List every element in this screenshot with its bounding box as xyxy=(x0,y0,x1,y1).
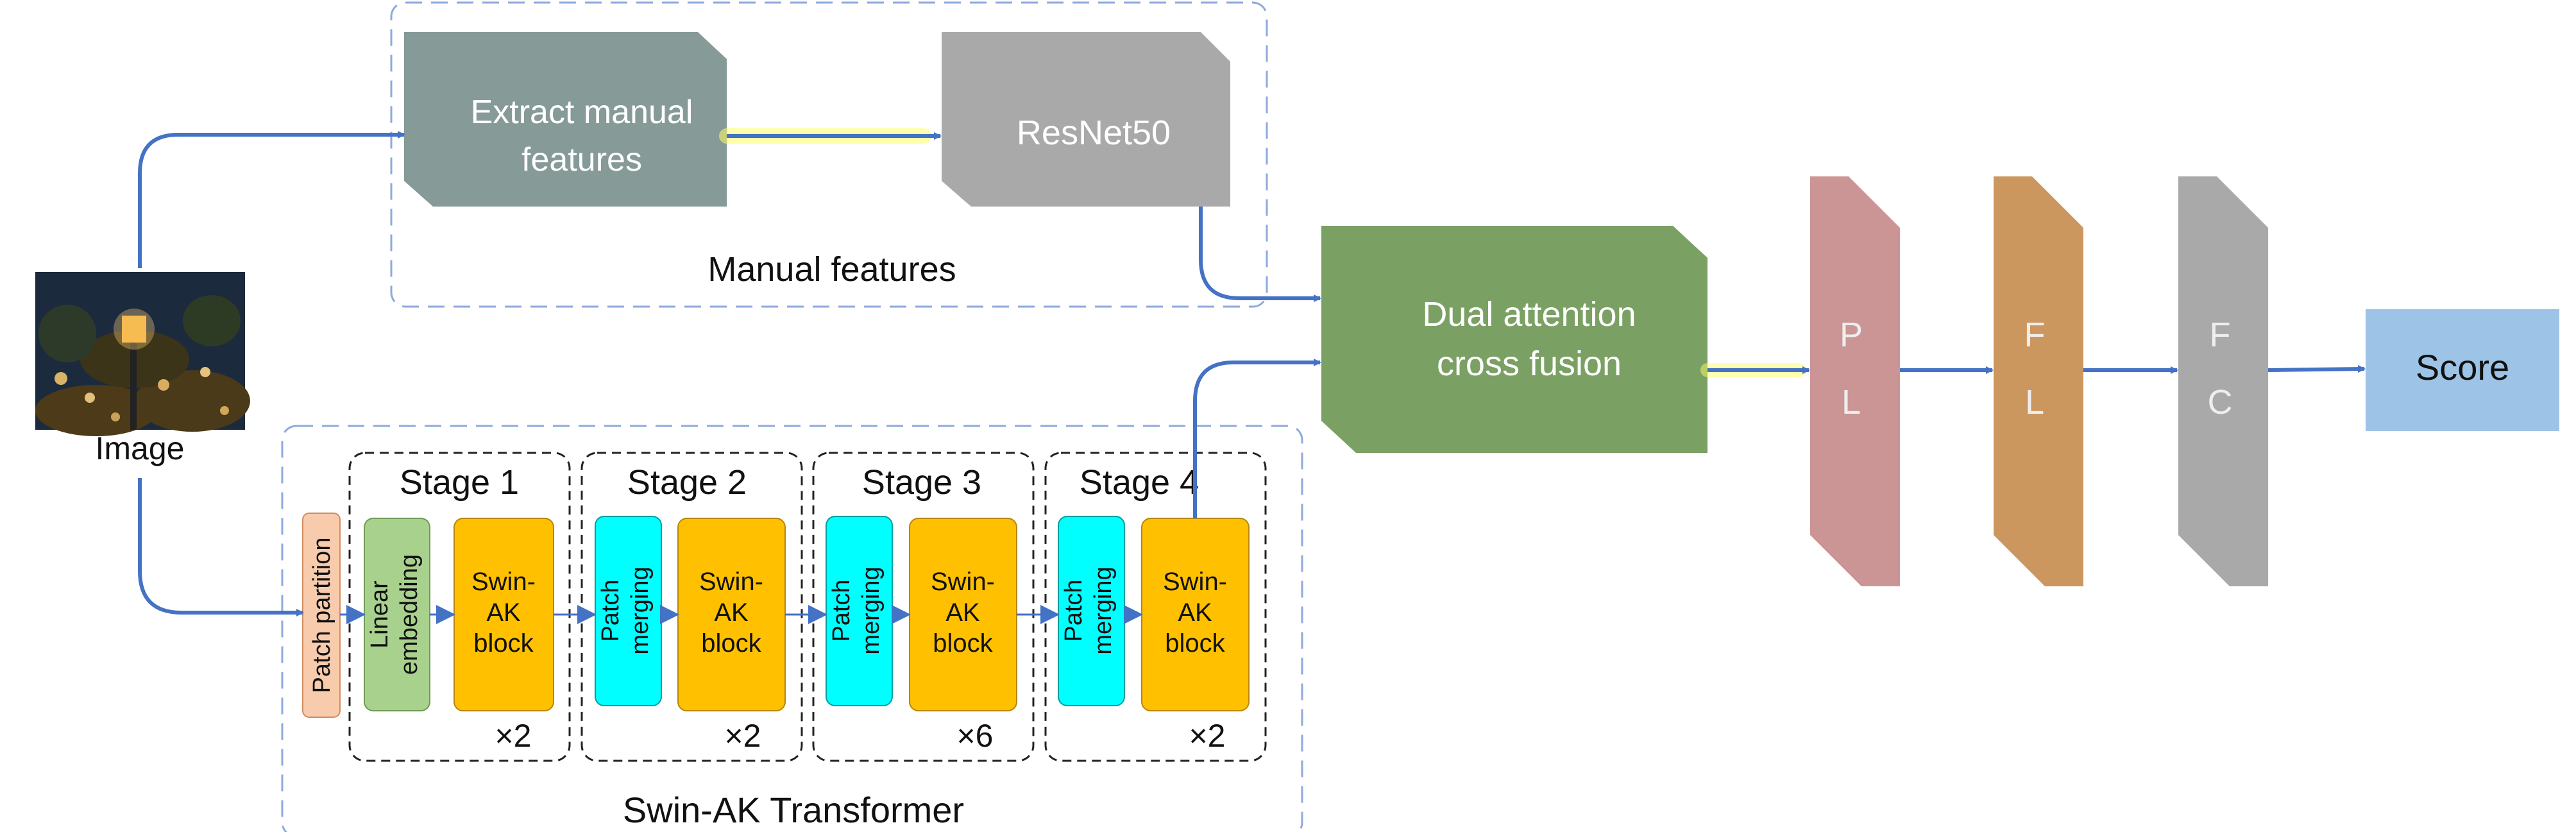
stage-4-box xyxy=(1044,452,1267,762)
stage-2-repeat: ×2 xyxy=(724,718,761,754)
stage-4-block-label-line3: block xyxy=(1165,629,1225,658)
swin-ak-transformer-label: Swin-AK Transformer xyxy=(623,790,964,830)
resnet50-label: ResNet50 xyxy=(1017,114,1171,152)
stage-4-title: Stage 4 xyxy=(1080,463,1199,502)
fusion-label-line2: cross fusion xyxy=(1437,344,1622,383)
resnet50-box xyxy=(942,32,1230,207)
stage-1-repeat: ×2 xyxy=(495,718,531,754)
arrow-fc-to-score xyxy=(2267,365,2366,373)
linear-embedding-label-line1: Linear xyxy=(366,581,393,649)
stage-3-block-label-line3: block xyxy=(933,629,993,658)
arrow-image-to-patch-partition xyxy=(138,478,304,616)
stage-3-box xyxy=(812,452,1035,762)
pl-layer-label-line2: L xyxy=(1842,383,1861,421)
patch-partition-label: Patch partition xyxy=(309,538,335,693)
stage-3-merge-label-line1: Patch xyxy=(828,579,855,641)
fl-layer-label-line1: F xyxy=(2024,316,2046,354)
stage-3-block-label-line1: Swin- xyxy=(931,568,995,596)
stage-2-block-label-line1: Swin- xyxy=(699,568,763,596)
stage-3-title: Stage 3 xyxy=(862,463,981,502)
fl-layer-label-line2: L xyxy=(2025,383,2044,421)
arrow-image-to-extract xyxy=(138,131,405,268)
arrow-resnet50-to-fusion xyxy=(1199,207,1321,302)
stage-1-box xyxy=(348,452,571,762)
stage-2-merge-label-line1: Patch xyxy=(597,579,624,641)
fl-layer-box xyxy=(1994,176,2083,586)
extract-manual-features-line2: features xyxy=(521,141,642,178)
image-label: Image xyxy=(96,430,185,466)
extract-manual-features-line1: Extract manual xyxy=(471,94,693,131)
score-box xyxy=(2366,309,2559,431)
pl-layer-label-line1: P xyxy=(1840,316,1863,354)
stage-1-title: Stage 1 xyxy=(400,463,519,502)
input-image xyxy=(35,272,250,436)
manual-features-label: Manual features xyxy=(708,250,956,289)
score-label: Score xyxy=(2416,347,2509,387)
manual-features-group xyxy=(390,1,1268,308)
dual-attention-fusion-box xyxy=(1321,226,1707,453)
stage-1-block-label-line2: AK xyxy=(486,599,521,627)
stage-2-title: Stage 2 xyxy=(627,463,747,502)
fusion-label-line1: Dual attention xyxy=(1422,295,1636,334)
stage-4-repeat: ×2 xyxy=(1189,718,1225,754)
stage-2-block-label-line3: block xyxy=(701,629,761,658)
fc-layer-label-line2: C xyxy=(2208,383,2233,421)
extract-manual-features-box xyxy=(404,32,727,207)
stage-4-block-label-line2: AK xyxy=(1178,599,1212,627)
stage-4-block-label-line1: Swin- xyxy=(1163,568,1227,596)
stage-4-merge-label-line2: merging xyxy=(1090,566,1117,654)
linear-embedding-label-line2: embedding xyxy=(396,554,423,675)
stage-2-block-label-line2: AK xyxy=(714,599,749,627)
fc-layer-box xyxy=(2178,176,2268,586)
stage-2-box xyxy=(580,452,803,762)
stage-1-block-label-line3: block xyxy=(473,629,534,658)
stage-4-merge-label-line1: Patch xyxy=(1060,579,1087,641)
pl-layer-box xyxy=(1810,176,1900,586)
stage-3-block-label-line2: AK xyxy=(945,599,980,627)
stage-3-repeat: ×6 xyxy=(956,718,993,754)
arrow-stage4-to-fusion xyxy=(1193,359,1321,518)
stage-1-block-label-line1: Swin- xyxy=(471,568,536,596)
fc-layer-label-line1: F xyxy=(2210,316,2231,354)
stage-2-merge-label-line2: merging xyxy=(627,566,654,654)
swin-ak-transformer-group xyxy=(281,425,1303,832)
stage-3-merge-label-line2: merging xyxy=(858,566,885,654)
